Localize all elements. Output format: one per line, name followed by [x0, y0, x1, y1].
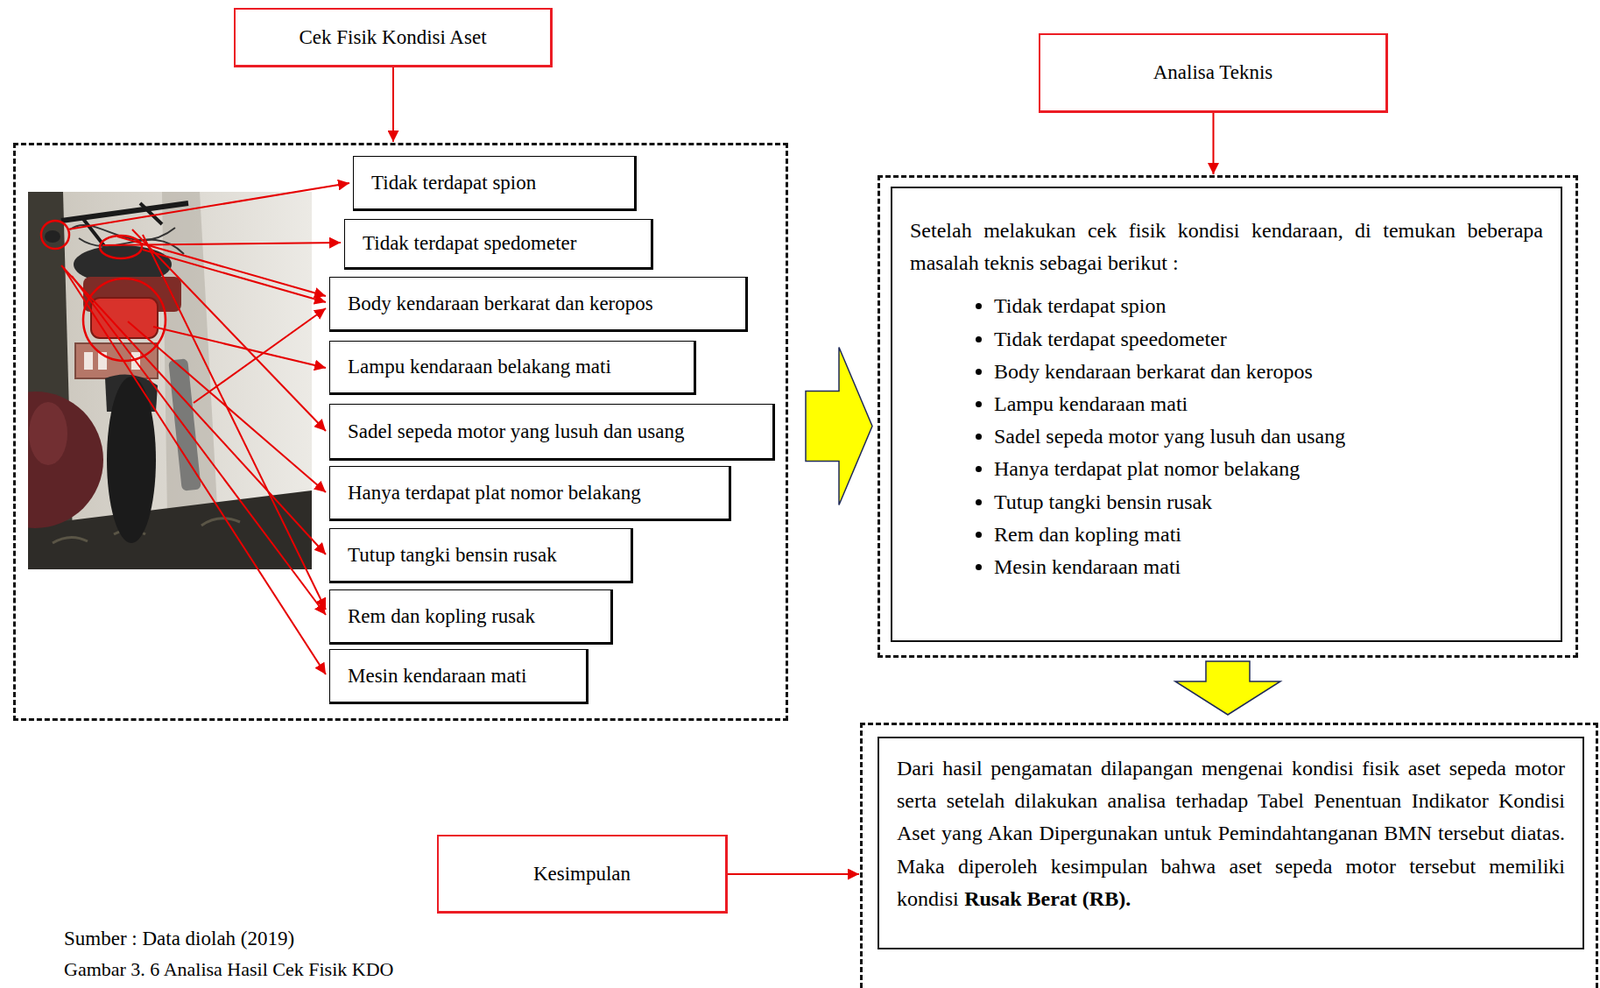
- finding-box: Lampu kendaraan belakang mati: [329, 340, 697, 395]
- tank-highlight: [28, 401, 68, 466]
- leader-line: [153, 326, 326, 368]
- finding-box: Hanya terdapat plat nomor belakang: [329, 465, 732, 522]
- source-note: Sumber : Data diolah (2019): [63, 926, 295, 952]
- bullet-item: Mesin kendaraan mati: [993, 550, 1544, 584]
- dashed-group: Tidak terdapat spionTidak terdapat spedo…: [13, 142, 789, 721]
- conclusion-box: Dari hasil pengamatan dilapangan mengena…: [877, 736, 1585, 950]
- bullet-item: Body kendaraan berkarat dan keropos: [993, 355, 1544, 388]
- bullet-item: Rem dan kopling mati: [993, 518, 1544, 551]
- heading-box: Analisa Teknis: [1038, 33, 1389, 113]
- leader-line: [61, 265, 326, 555]
- finding-text: Tutup tangki bensin rusak: [347, 543, 557, 567]
- leader-line: [71, 275, 326, 615]
- finding-text: Tidak terdapat spion: [371, 171, 536, 195]
- heading-text: Cek Fisik Kondisi Aset: [298, 26, 487, 50]
- arrow-connector: [727, 873, 860, 875]
- dashed-group: Dari hasil pengamatan dilapangan mengena…: [859, 722, 1599, 988]
- finding-box: Body kendaraan berkarat dan keropos: [329, 276, 748, 332]
- conclusion-paragraph: Dari hasil pengamatan dilapangan mengena…: [896, 752, 1565, 916]
- tail-light: [91, 297, 158, 339]
- finding-box: Tidak terdapat spion: [352, 155, 637, 212]
- bullet-text: Tidak terdapat speedometer: [993, 327, 1227, 351]
- finding-text: Sadel sepeda motor yang lusuh dan usang: [347, 420, 685, 444]
- block-arrow: [805, 347, 873, 506]
- rear-wheel: [106, 376, 156, 543]
- figure-caption: Gambar 3. 6 Analisa Hasil Cek Fisik KDO: [63, 958, 394, 981]
- finding-box: Sadel sepeda motor yang lusuh dan usang: [329, 403, 776, 461]
- leader-line: [67, 183, 350, 230]
- bullet-item: Tidak terdapat speedometer: [993, 323, 1544, 356]
- highlight-circle: [41, 220, 70, 249]
- motorcycle-photo: [28, 191, 312, 570]
- heading-box: Cek Fisik Kondisi Aset: [233, 7, 553, 68]
- highlight-circle: [99, 235, 142, 259]
- bullet-list: Tidak terdapat spionTidak terdapat speed…: [909, 289, 1544, 584]
- analysis-box: Setelah melakukan cek fisik kondisi kend…: [890, 186, 1563, 642]
- heading-text: Kesimpulan: [533, 862, 631, 886]
- leader-line: [132, 229, 326, 431]
- leader-line: [63, 267, 326, 675]
- arrow-connector: [1212, 112, 1215, 175]
- leader-line: [142, 249, 326, 303]
- tank-object: [28, 391, 104, 529]
- bullet-text: Tutup tangki bensin rusak: [993, 490, 1213, 514]
- plate-mark: [84, 352, 93, 370]
- heading-box: Kesimpulan: [437, 834, 728, 914]
- finding-box: Rem dan kopling rusak: [329, 589, 614, 645]
- finding-text: Mesin kendaraan mati: [347, 664, 527, 688]
- bullet-item: Sadel sepeda motor yang lusuh dan usang: [993, 420, 1544, 453]
- bullet-text: Tidak terdapat spion: [993, 294, 1166, 318]
- bullet-item: Tidak terdapat spion: [993, 289, 1544, 323]
- bullet-item: Tutup tangki bensin rusak: [993, 486, 1544, 519]
- bullet-text: Rem dan kopling mati: [993, 522, 1182, 546]
- paragraph-text: Setelah melakukan cek fisik kondisi kend…: [909, 214, 1544, 280]
- mirror-mount: [44, 230, 61, 243]
- bullet-text: Mesin kendaraan mati: [993, 555, 1181, 578]
- dashed-group: Setelah melakukan cek fisik kondisi kend…: [877, 175, 1579, 658]
- bullet-item: Lampu kendaraan mati: [993, 387, 1544, 421]
- leader-line: [193, 308, 326, 403]
- finding-box: Tutup tangki bensin rusak: [329, 528, 634, 584]
- finding-box: Mesin kendaraan mati: [329, 648, 589, 705]
- bullet-item: Hanya terdapat plat nomor belakang: [993, 452, 1544, 486]
- arrow-connector: [392, 67, 395, 142]
- finding-text: Tidak terdapat spedometer: [362, 232, 577, 255]
- leader-line: [142, 234, 326, 610]
- finding-text: Lampu kendaraan belakang mati: [347, 355, 612, 379]
- finding-text: Rem dan kopling rusak: [347, 605, 536, 628]
- exhaust-pipe: [168, 358, 202, 491]
- heading-text: Analisa Teknis: [1153, 61, 1274, 85]
- block-arrow: [1175, 661, 1281, 715]
- bullet-text: Sadel sepeda motor yang lusuh dan usang: [993, 424, 1346, 448]
- bullet-text: Lampu kendaraan mati: [993, 392, 1188, 416]
- finding-box: Tidak terdapat spedometer: [344, 218, 654, 270]
- highlight-circle: [83, 278, 166, 361]
- conclusion-text: Dari hasil pengamatan dilapangan mengena…: [896, 756, 1565, 910]
- bullet-text: Hanya terdapat plat nomor belakang: [993, 457, 1300, 480]
- verdict-text: Rusak Berat (RB).: [964, 887, 1131, 910]
- finding-text: Body kendaraan berkarat dan keropos: [347, 292, 654, 316]
- bullet-text: Body kendaraan berkarat dan keropos: [993, 359, 1313, 383]
- finding-text: Hanya terdapat plat nomor belakang: [347, 481, 642, 505]
